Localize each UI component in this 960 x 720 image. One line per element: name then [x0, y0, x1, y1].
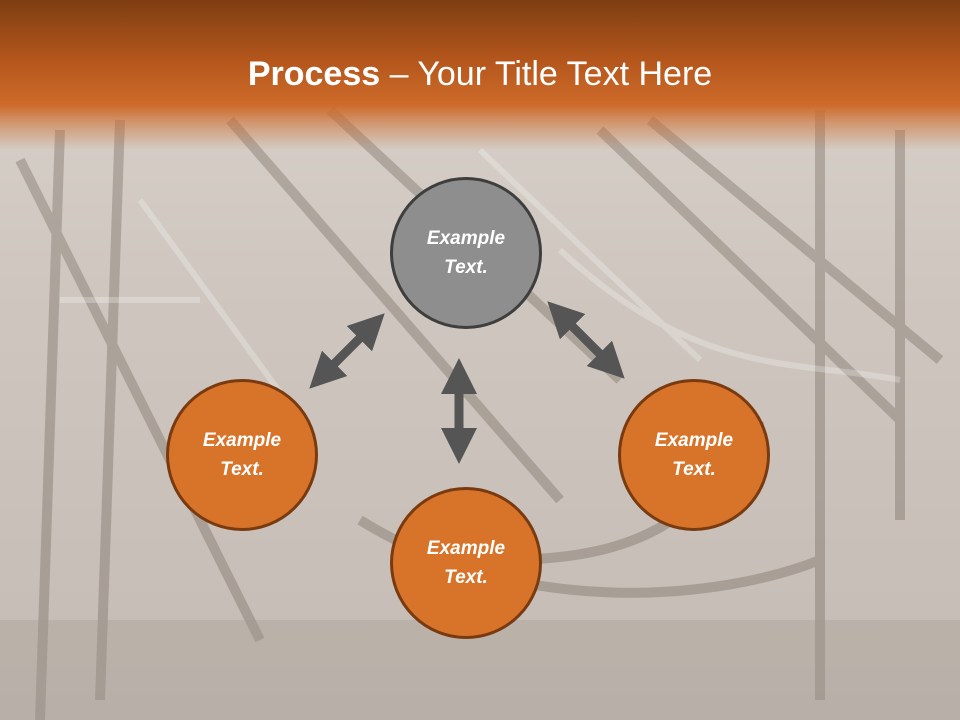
title-rest: – Your Title Text Here	[380, 55, 713, 93]
node-left-line2: Text.	[220, 459, 264, 480]
double-arrow-top-right	[547, 301, 625, 379]
title-bar: Process – Your Title Text Here	[0, 0, 960, 150]
node-top-line1: Example	[426, 228, 506, 249]
node-left-line1: Example	[202, 430, 282, 451]
double-arrow-top-left	[309, 313, 385, 389]
node-right-line1: Example	[654, 430, 734, 451]
node-right-line2: Text.	[672, 459, 716, 480]
slide-title: Process – Your Title Text Here	[0, 52, 960, 96]
title-bold: Process	[247, 55, 381, 93]
node-bottom-line1: Example	[426, 538, 506, 559]
node-bottom-line2: Text.	[444, 567, 488, 588]
node-top-line2: Text.	[444, 257, 488, 278]
